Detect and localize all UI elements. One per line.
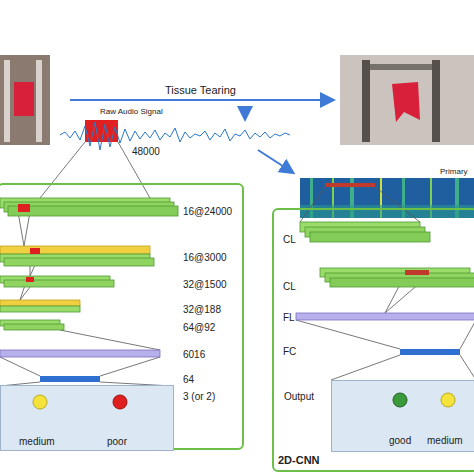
kernel-mark bbox=[30, 248, 40, 254]
tearing-arrow bbox=[70, 99, 332, 101]
class-circle bbox=[113, 395, 127, 409]
free-label: Raw Audio Signal bbox=[100, 106, 163, 118]
node-text: CL bbox=[283, 281, 296, 293]
node-text: 64@92 bbox=[183, 322, 215, 334]
transform-arrow bbox=[258, 150, 292, 172]
node-text: 32@1500 bbox=[183, 279, 227, 291]
kernel-mark bbox=[325, 183, 375, 187]
window-box bbox=[85, 120, 118, 142]
node-text: 6016 bbox=[183, 349, 205, 361]
photo-before bbox=[0, 55, 50, 145]
projection-line bbox=[0, 357, 40, 376]
audio-waveform bbox=[60, 122, 290, 150]
layer-bar bbox=[310, 232, 430, 242]
projection-line bbox=[18, 212, 24, 246]
output-band: medium poor bbox=[0, 385, 174, 451]
node-text: 64 bbox=[183, 374, 194, 386]
node-text: Output bbox=[284, 391, 314, 403]
cnn-panel: 16@24000 16@3000 32@1500 32@188 64@92 6016 64 3… bbox=[0, 183, 244, 450]
projection-line bbox=[300, 187, 325, 222]
photo-frame bbox=[4, 60, 10, 142]
output-band: Outputgoodmedium bbox=[331, 380, 474, 452]
projection-line bbox=[100, 357, 160, 376]
layer-bar bbox=[0, 246, 150, 254]
layer-bar bbox=[0, 306, 80, 312]
kernel-mark bbox=[405, 270, 429, 275]
down-arrow bbox=[244, 106, 246, 118]
conv-layers-2d bbox=[300, 222, 474, 287]
photo-frame bbox=[370, 64, 432, 70]
free-label: 48000 bbox=[132, 146, 160, 158]
conv-layers-1d bbox=[0, 198, 178, 330]
projection-line bbox=[460, 355, 474, 380]
node-text: 32@188 bbox=[183, 304, 221, 316]
class-circle bbox=[393, 393, 407, 407]
layer-bar bbox=[4, 324, 64, 330]
spectrogram bbox=[300, 178, 474, 218]
class-circle bbox=[33, 395, 47, 409]
layer-bar bbox=[330, 278, 474, 287]
node-text: 16@3000 bbox=[183, 252, 227, 264]
free-label: Primary bbox=[440, 166, 468, 178]
free-label: Tissue Tearing bbox=[165, 84, 236, 96]
layer-bar bbox=[0, 300, 80, 306]
node-text: 16@24000 bbox=[183, 206, 232, 218]
flatten-bar bbox=[296, 313, 474, 320]
projection-line bbox=[331, 355, 400, 380]
node-text: FL bbox=[283, 312, 295, 324]
projection-line bbox=[296, 320, 400, 349]
node-text: medium bbox=[427, 435, 463, 447]
class-circle bbox=[441, 393, 455, 407]
layer-bar bbox=[4, 258, 154, 266]
spectrogram-band bbox=[300, 205, 474, 218]
projection-line bbox=[375, 187, 420, 222]
node-text: poor bbox=[107, 436, 127, 448]
photo-frame bbox=[432, 60, 440, 142]
layer-bar bbox=[8, 206, 178, 216]
photo-frame bbox=[36, 60, 42, 142]
node-text: FC bbox=[283, 346, 296, 358]
flatten-bar bbox=[0, 350, 160, 357]
dense-bar bbox=[400, 349, 460, 355]
cnn-panel: CL CL FL FC 2D-CNN Output good medium bbox=[272, 208, 474, 472]
photo-after bbox=[340, 55, 474, 145]
node-text: good bbox=[389, 435, 411, 447]
torn-tissue bbox=[392, 82, 420, 122]
dense-bar bbox=[40, 376, 100, 382]
tissue-sample bbox=[14, 82, 34, 116]
projection-line bbox=[460, 320, 474, 349]
projection-line bbox=[60, 330, 160, 350]
node-text: CL bbox=[283, 234, 296, 246]
projection-line bbox=[24, 212, 30, 246]
layer-bar bbox=[4, 280, 114, 287]
node-text: 2D-CNN bbox=[278, 454, 320, 467]
kernel-mark bbox=[18, 204, 30, 212]
photo-frame bbox=[362, 60, 370, 142]
projection-line bbox=[40, 142, 85, 198]
node-text: 3 (or 2) bbox=[183, 391, 215, 403]
projection-lines bbox=[0, 142, 172, 386]
kernel-mark bbox=[26, 277, 34, 282]
node-text: medium bbox=[19, 436, 55, 448]
